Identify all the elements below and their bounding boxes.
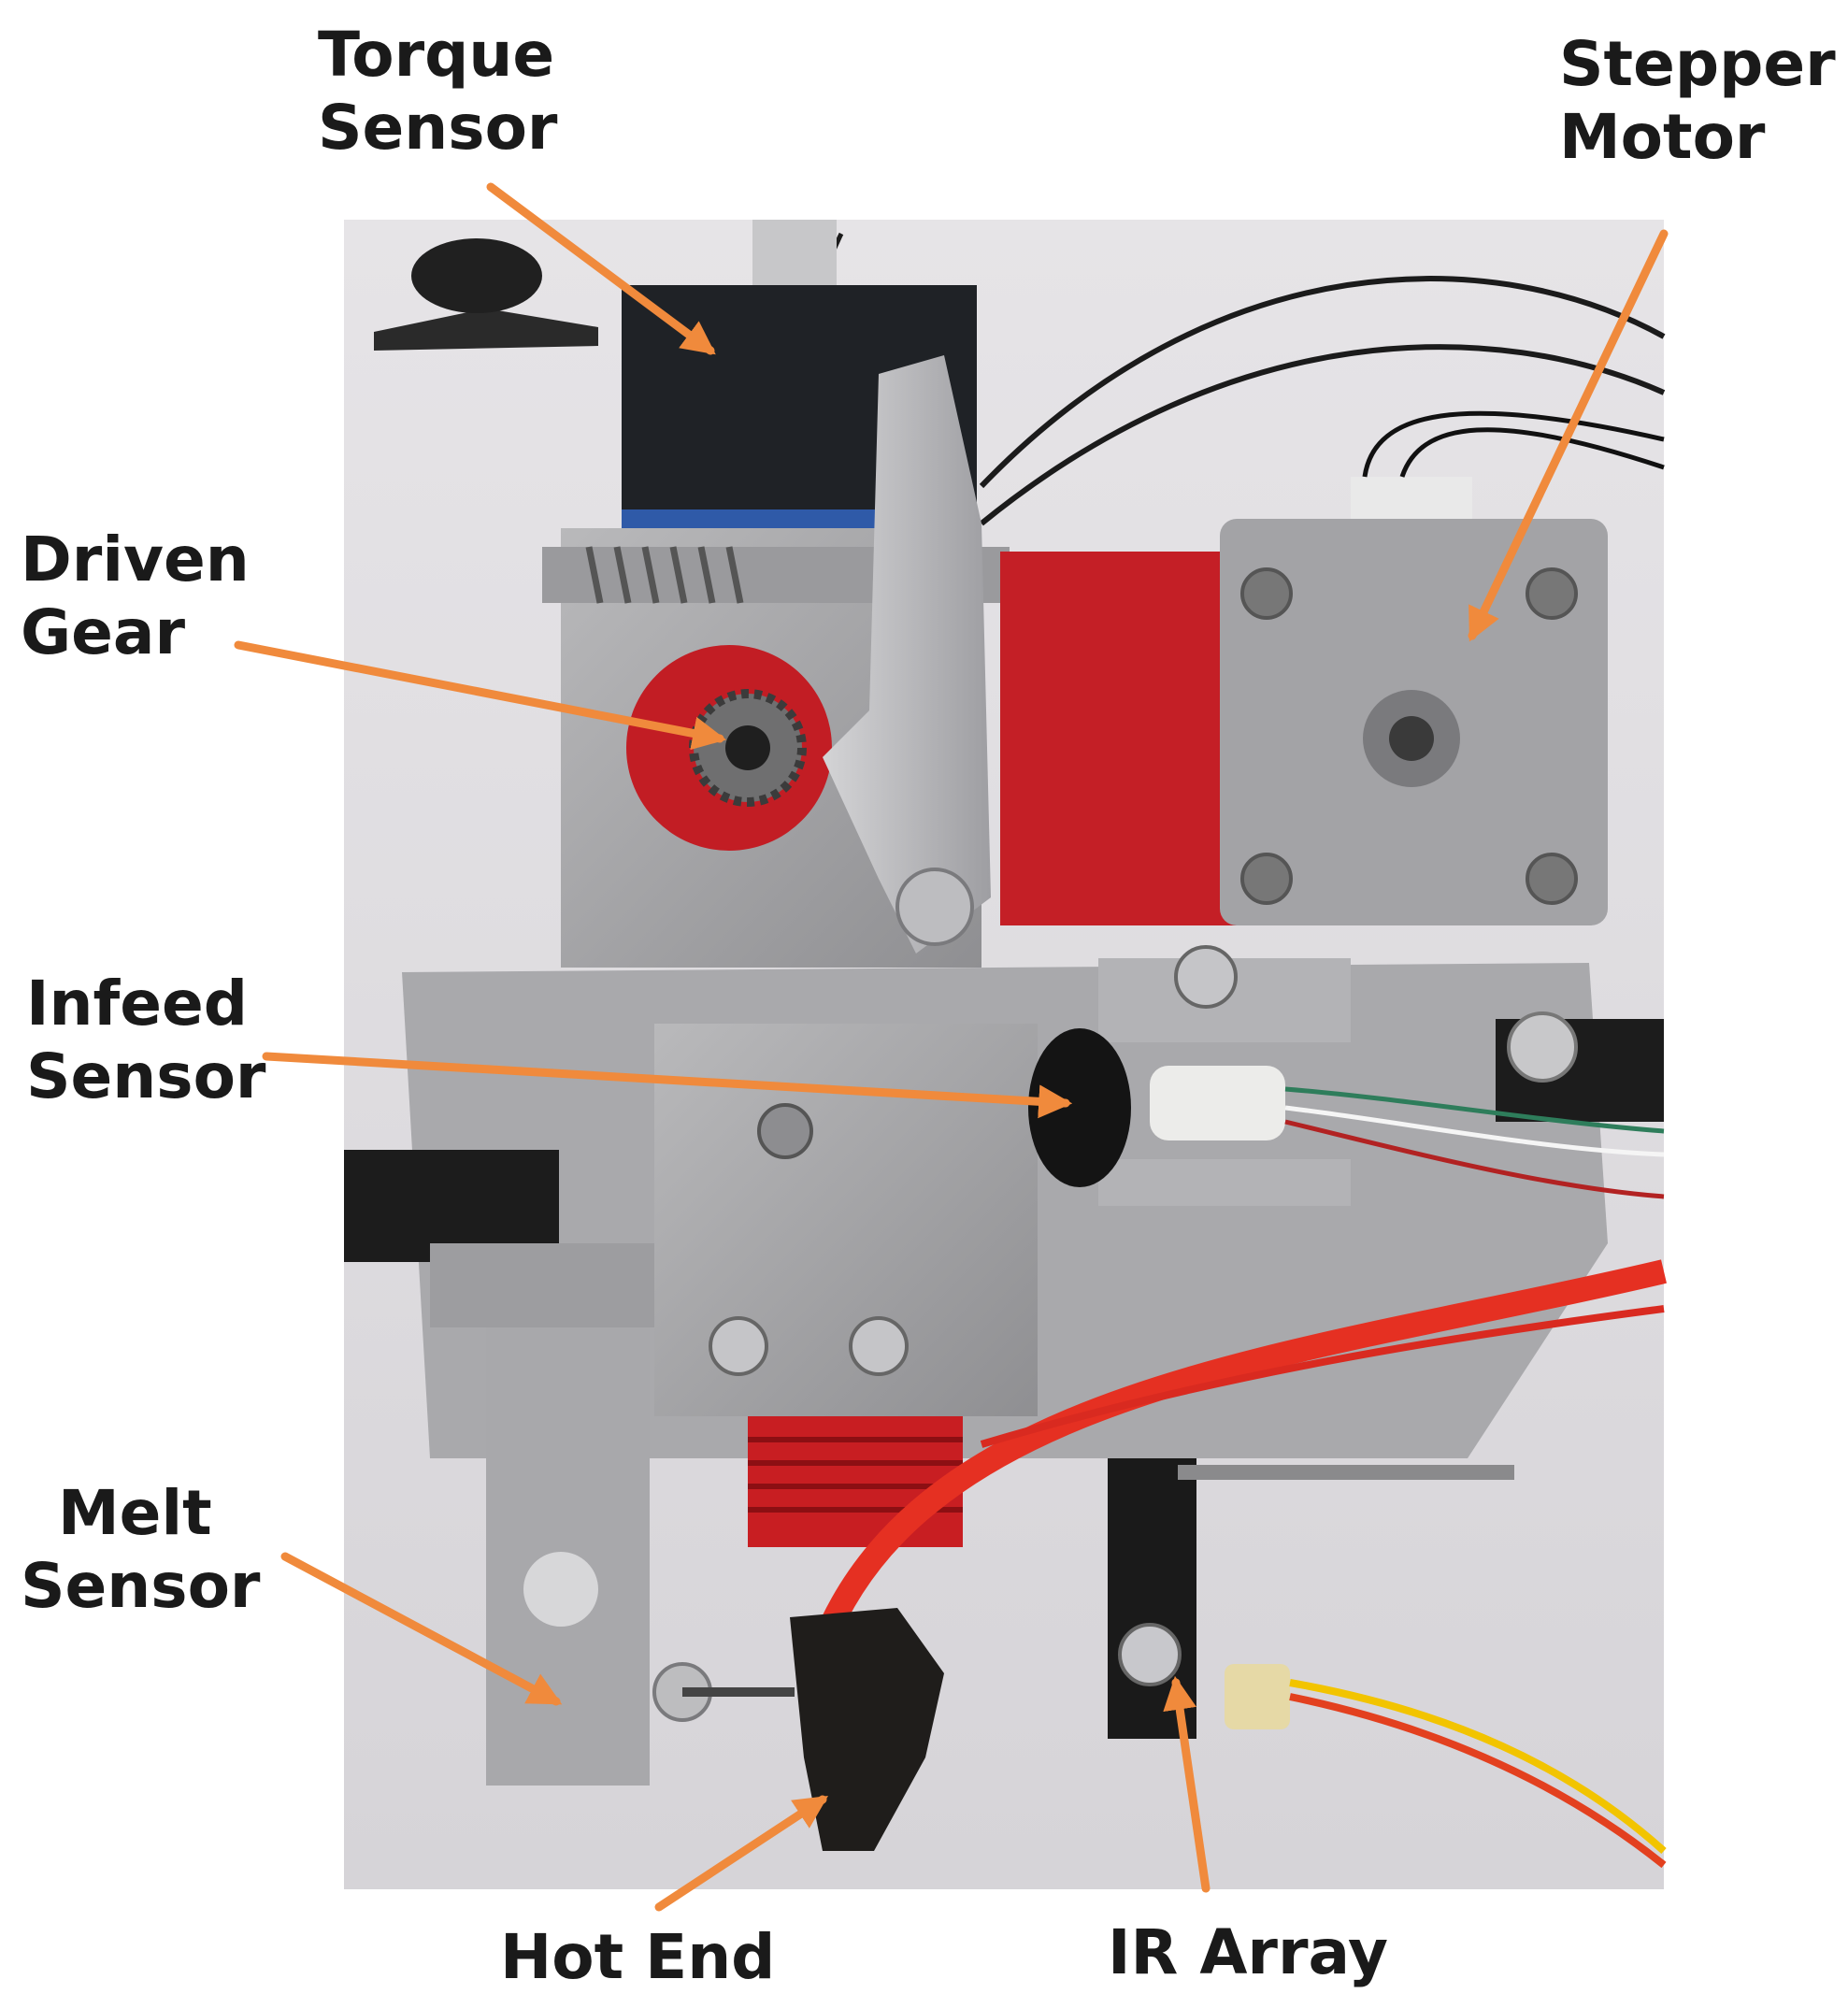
extruder-photo xyxy=(344,220,1667,1889)
arrow-stepper-motor xyxy=(1468,229,1669,642)
label-line: Motor xyxy=(1559,101,1766,173)
heatsink xyxy=(748,1416,963,1547)
arrow-torque-sensor xyxy=(486,182,716,355)
hot-end-body xyxy=(790,1608,944,1851)
label-ir-array: IR Array xyxy=(1108,1916,1388,1989)
arrow-hot-end xyxy=(654,1795,829,1912)
label-line: Infeed xyxy=(26,968,249,1040)
motor-bracket xyxy=(1000,552,1243,925)
label-line: Torque xyxy=(318,19,555,91)
label-stepper-motor: Stepper Motor xyxy=(1559,28,1836,174)
ir-array-body xyxy=(1108,1458,1196,1739)
label-line: Sensor xyxy=(21,1550,261,1622)
black-cable xyxy=(980,344,1666,526)
label-infeed-sensor: Infeed Sensor xyxy=(26,968,265,1113)
label-line: Sensor xyxy=(26,1040,266,1112)
arrow-driven-gear xyxy=(234,640,727,751)
label-line: Driven xyxy=(21,524,250,595)
label-line: IR Array xyxy=(1108,1916,1389,1988)
arrow-infeed-sensor xyxy=(262,1052,1073,1119)
label-line: Hot End xyxy=(500,1921,776,1993)
heater-cable xyxy=(810,1259,1667,1650)
infeed-sensor-part xyxy=(1028,1028,1131,1187)
label-hot-end: Hot End xyxy=(500,1921,775,1994)
label-driven-gear: Driven Gear xyxy=(21,524,250,669)
label-line: Sensor xyxy=(318,92,558,164)
label-line: Gear xyxy=(21,596,186,668)
label-melt-sensor: Melt Sensor xyxy=(21,1477,260,1623)
arrow-ir-array xyxy=(1163,1675,1211,1893)
idler-lever xyxy=(823,355,991,954)
arrow-melt-sensor xyxy=(280,1552,563,1706)
callout-arrows xyxy=(234,182,1669,1912)
label-torque-sensor: Torque Sensor xyxy=(318,19,557,165)
black-cable xyxy=(979,276,1666,489)
label-line: Stepper xyxy=(1559,28,1836,100)
spring xyxy=(585,546,744,604)
sensor-mount-disc xyxy=(374,308,598,351)
label-line: Melt xyxy=(58,1477,212,1549)
